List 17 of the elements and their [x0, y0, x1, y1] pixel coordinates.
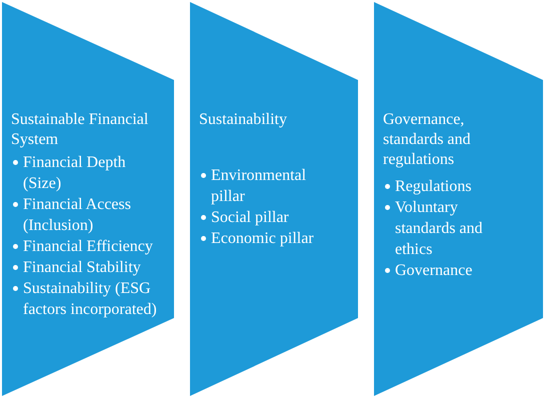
bullet-item: Sustainability (ESG factors incorporated)	[11, 278, 161, 320]
panel-heading: Sustainable Financial System	[11, 110, 150, 150]
bullet-item: Regulations	[383, 176, 508, 197]
panel-heading: Sustainability	[199, 110, 288, 130]
chevron-panel	[2, 2, 174, 396]
chevron-panel	[374, 2, 543, 396]
bullet-item: Economic pillar	[199, 228, 334, 249]
bullet-item: Financial Depth (Size)	[11, 152, 161, 194]
bullet-item: Environmental pillar	[199, 165, 334, 207]
bullet-item: Voluntary standards and ethics	[383, 197, 508, 260]
bullet-item: Financial Efficiency	[11, 236, 161, 257]
panel-heading: Governance, standards and regulations	[383, 110, 472, 170]
chevron-panel	[190, 2, 358, 396]
bullet-item: Social pillar	[199, 207, 334, 228]
bullet-item: Governance	[383, 260, 508, 281]
bullet-item: Financial Access (Inclusion)	[11, 194, 161, 236]
bullet-item: Financial Stability	[11, 257, 161, 278]
